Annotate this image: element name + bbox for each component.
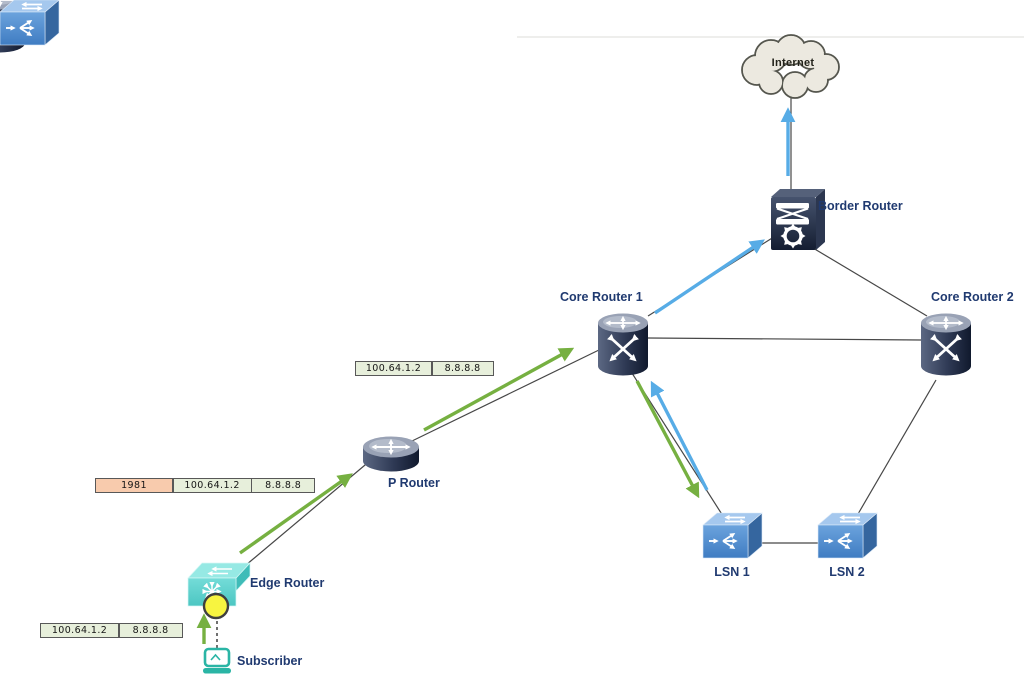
packet-port: 1981: [96, 479, 172, 492]
core-router-2-icon: [921, 314, 971, 376]
packet-label-subscriber-flow: 100.64.1.2 8.8.8.8: [40, 623, 183, 638]
border-router-icon: [771, 189, 825, 250]
connection-links: [245, 96, 937, 566]
internet-cloud-icon: [741, 34, 840, 99]
link-border-core2: [812, 247, 928, 317]
p-router-icon: [363, 436, 419, 472]
flow-arrows: [196, 107, 796, 644]
link-lsn2-core2: [857, 379, 937, 515]
flow-green-prouter-to-core1: [423, 347, 575, 432]
core-router-1-icon: [598, 314, 648, 376]
label-edge-router: Edge Router: [250, 576, 325, 590]
label-lsn-2: LSN 2: [829, 565, 865, 579]
lsn-1-icon: [703, 513, 762, 558]
link-edge-prouter: [245, 459, 372, 566]
edge-router-port-dot: [202, 592, 230, 620]
flow-blue-lsn1-to-core1: [650, 380, 709, 491]
flow-green-edge-to-prouter: [239, 473, 353, 555]
lsn-switch-icon: [0, 0, 60, 46]
p-router-top-cross-arrows: [371, 438, 411, 456]
packet-src-ip: 100.64.1.2: [41, 624, 118, 637]
border-router-radiating-arrows: [780, 223, 806, 249]
packet-label-edge-uplink: 1981 100.64.1.2 8.8.8.8: [95, 478, 316, 493]
lsn-2-icon: [818, 513, 877, 558]
link-core1-core2: [647, 337, 922, 341]
label-border-router: Border Router: [818, 199, 903, 213]
edge-top-arrows: [207, 566, 232, 577]
label-lsn-1: LSN 1: [714, 565, 750, 579]
packet-dst-ip: 8.8.8.8: [119, 624, 182, 637]
flow-green-core1-to-lsn1: [635, 380, 700, 499]
label-core-router-1: Core Router 1: [560, 290, 643, 304]
lsn-front-fanout-arrows: [6, 20, 35, 36]
label-core-router-2: Core Router 2: [931, 290, 1014, 304]
packet-src-ip: 100.64.1.2: [356, 362, 431, 375]
label-subscriber: Subscriber: [237, 654, 303, 668]
link-prouter-core1: [411, 348, 602, 442]
flow-blue-core1-to-border: [654, 239, 765, 315]
label-internet: Internet: [771, 57, 815, 69]
packet-dst-ip: 8.8.8.8: [432, 362, 493, 375]
subscriber-icon: [203, 647, 231, 674]
packet-src-ip: 100.64.1.2: [173, 479, 251, 492]
label-p-router: P Router: [388, 476, 440, 490]
packet-dst-ip: 8.8.8.8: [252, 479, 315, 492]
lsn-top-arrows: [21, 1, 43, 12]
packet-label-core-uplink: 100.64.1.2 8.8.8.8: [355, 361, 494, 376]
edge-router-icon: [187, 562, 251, 620]
